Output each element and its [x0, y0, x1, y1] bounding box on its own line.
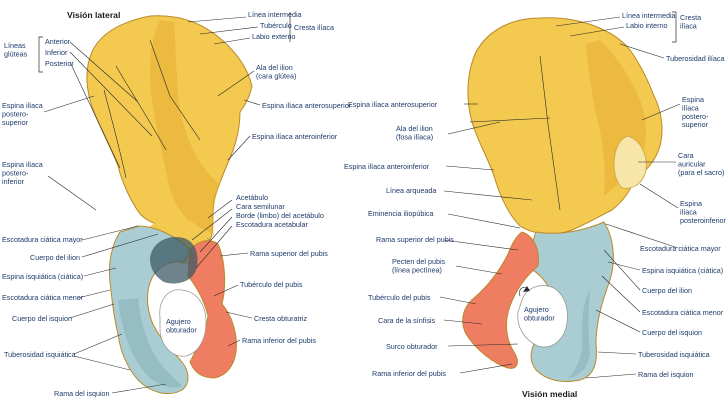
label-medial-escotadura-ciatica-mayor: Escotadura ciática mayor	[640, 244, 721, 253]
label-tuberosidad-iliaca: Tuberosidad ilíaca	[666, 54, 724, 63]
label-medial-tuberculo-pubis: Tubérculo del pubis	[368, 293, 431, 302]
medial-iliac-line	[469, 117, 551, 123]
label-labio-externo: Labio externo	[252, 32, 296, 41]
label-cuerpo-ilion: Cuerpo del ilion	[30, 253, 80, 262]
label-medial-rama-isquion: Rama del isquion	[638, 370, 694, 379]
lateral-view-title: Visión lateral	[67, 10, 120, 20]
label-medial-espina-ant-inf: Espina ilíaca anteroinferior	[344, 162, 430, 171]
label-tuberculo: Tubérculo	[260, 21, 292, 30]
label-inferior: Inferior	[45, 48, 68, 57]
medial-view-title: Visión medial	[522, 389, 577, 399]
label-medial-rama-superior-pubis: Rama superior del pubis	[376, 235, 454, 244]
label-linea-intermedia: Línea intermedia	[248, 10, 302, 19]
label-surco-obturador: Surco obturador	[386, 342, 438, 351]
label-tuberculo-pubis: Tubérculo del pubis	[240, 280, 303, 289]
medial-hip-bone	[462, 17, 663, 383]
label-medial-cuerpo-isquion: Cuerpo del isquion	[642, 328, 702, 337]
lateral-ischium-shade	[118, 298, 182, 388]
lateral-labels: Línea intermedia Tubérculo Labio externo…	[2, 10, 352, 398]
medial-obturator-arrowhead	[523, 286, 530, 292]
medial-auricular-surface	[613, 135, 647, 189]
label-medial-rama-inferior-pubis: Rama inferior del pubis	[372, 369, 446, 378]
label-rama-inferior-pubis: Rama inferior del pubis	[242, 336, 316, 345]
label-escotadura-ciatica-menor: Escotadura ciática menor	[2, 293, 84, 302]
medial-obturator-foramen	[517, 285, 568, 348]
label-medial-ala-ilion: Ala del ilion(fosa ilíaca)	[396, 124, 433, 141]
label-anterior: Anterior	[45, 37, 71, 46]
medial-ischium-shade	[568, 290, 590, 378]
lateral-gluteal-line-anterior	[115, 65, 167, 151]
label-borde-acetabulo: Borde (limbo) del acetábulo	[236, 211, 324, 220]
label-acetabulo: Acetábulo	[236, 193, 268, 202]
medial-obturator-arrow	[519, 287, 527, 297]
label-espina-ant-inf: Espina ilíaca anteroinferior	[252, 132, 338, 141]
lateral-acetabular-fossa	[150, 236, 198, 284]
medial-leader-lines	[439, 11, 681, 379]
label-rama-superior-pubis: Rama superior del pubis	[250, 249, 328, 258]
label-ala-ilion: Ala del ilion(cara glútea)	[256, 63, 296, 80]
label-medial-tuberosidad-isquiatica: Tuberosidad isquiática	[638, 350, 710, 359]
medial-arcuate-line	[539, 55, 561, 211]
medial-pubis	[462, 231, 539, 369]
label-medial-linea-intermedia: Línea intermedia	[622, 11, 676, 20]
label-rama-isquion: Rama del isquion	[54, 389, 110, 398]
label-medial-cuerpo-ilion: Cuerpo del ilion	[642, 286, 692, 295]
label-tuberosidad-isquiatica: Tuberosidad isquiática	[4, 350, 76, 359]
label-espina-ant-sup: Espina ilíaca anterosuperior	[262, 101, 352, 110]
label-labio-interno: Labio interno	[626, 21, 668, 30]
label-cara-sinfisis: Cara de la sínfisis	[378, 316, 436, 325]
lateral-leader-lines	[38, 12, 291, 394]
label-escotadura-acetabular: Escotadura acetabular	[236, 220, 309, 229]
label-cuerpo-isquion: Cuerpo del isquion	[12, 314, 72, 323]
label-pecten-pubis: Pecten del pubis(línea pectínea)	[392, 257, 446, 274]
lateral-gluteal-line-posterior	[103, 89, 127, 179]
label-espina-isquiatica: Espina isquiática (ciática)	[2, 272, 83, 281]
label-cresta-obturatriz: Cresta obturatriz	[254, 314, 308, 323]
lateral-obturator-foramen	[159, 289, 207, 357]
label-medial-espina-ant-sup: Espina ilíaca anterosuperior	[348, 100, 438, 109]
label-posterior: Posterior	[45, 59, 74, 68]
label-cara-semilunar: Cara semilunar	[236, 202, 285, 211]
label-cresta-iliaca-group: Cresta ilíaca	[294, 23, 334, 32]
label-medial-espina-isquiatica: Espina isquiática (ciática)	[642, 266, 723, 275]
lateral-ilium-shade	[150, 20, 220, 236]
lateral-gluteal-line-inferior	[149, 39, 201, 141]
lateral-hip-bone	[86, 15, 253, 395]
label-escotadura-ciatica-mayor: Escotadura ciática mayor	[2, 235, 83, 244]
label-medial-escotadura-ciatica-menor: Escotadura ciática menor	[642, 308, 724, 317]
label-linea-arqueada: Línea arqueada	[386, 186, 436, 195]
label-eminencia-iliopubica: Eminencia iliopúbica	[368, 209, 434, 218]
